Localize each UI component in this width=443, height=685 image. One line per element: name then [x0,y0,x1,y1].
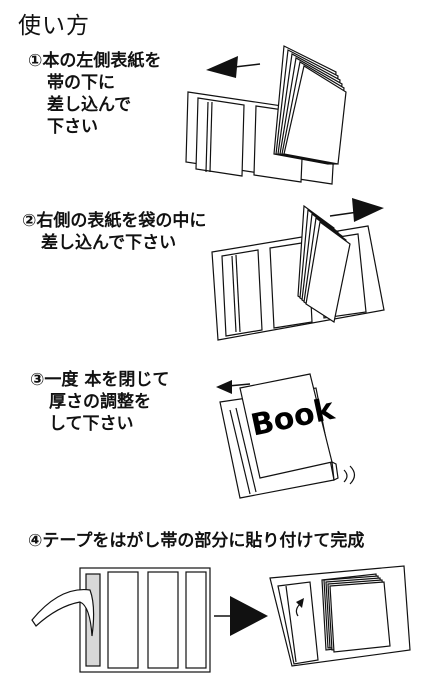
step-3-line-3: して下さい [49,414,134,434]
step-4-line-1-text: テープをはがし帯の部分に貼り付けて完成 [42,531,365,551]
step-1-illustration [185,45,347,185]
step-2-text: ②右側の表紙を袋の中に 差し込んで下さい [22,210,206,254]
step-3-line-1-text: 一度 本を閉じて [44,370,170,390]
step-1-line-1-text: 本の左側表紙を [42,51,162,71]
step-3-number: ③ [30,370,45,390]
step-3-illustration: Book [216,373,356,499]
step-3-text: ③一度 本を閉じて 厚さの調整を して下さい [30,369,169,435]
step-2-line-1: ②右側の表紙を袋の中に [22,210,206,232]
step-1-line-1: ①本の左側表紙を [28,50,161,72]
step-4-text: ④テープをはがし帯の部分に貼り付けて完成 [28,530,364,552]
step-1-text: ①本の左側表紙を 帯の下に 差し込んで 下さい [28,50,161,138]
step-4-number: ④ [28,531,43,551]
step-1-line-2: 帯の下に [47,73,115,93]
step-2-number: ② [22,211,37,231]
triangle-arrow-icon [214,596,268,636]
step-4-right-illustration [269,565,411,667]
step-3-line-1: ③一度 本を閉じて [30,369,169,391]
step-2-line-1-text: 右側の表紙を袋の中に [36,211,207,231]
step-3-line-2: 厚さの調整を [49,392,151,412]
step-1-line-4: 下さい [47,117,98,137]
arrow-left-icon [206,56,261,78]
arrow-left-icon [216,380,251,394]
step-1-line-3: 差し込んで [47,95,132,115]
step-4-line-1: ④テープをはがし帯の部分に貼り付けて完成 [28,530,364,552]
step-4-left-illustration [31,567,211,673]
step-2-illustration [211,198,385,341]
step-1-number: ① [28,51,43,71]
step-2-line-2: 差し込んで下さい [41,233,177,253]
arrow-right-icon [329,198,384,222]
page-title: 使い方 [18,13,90,39]
